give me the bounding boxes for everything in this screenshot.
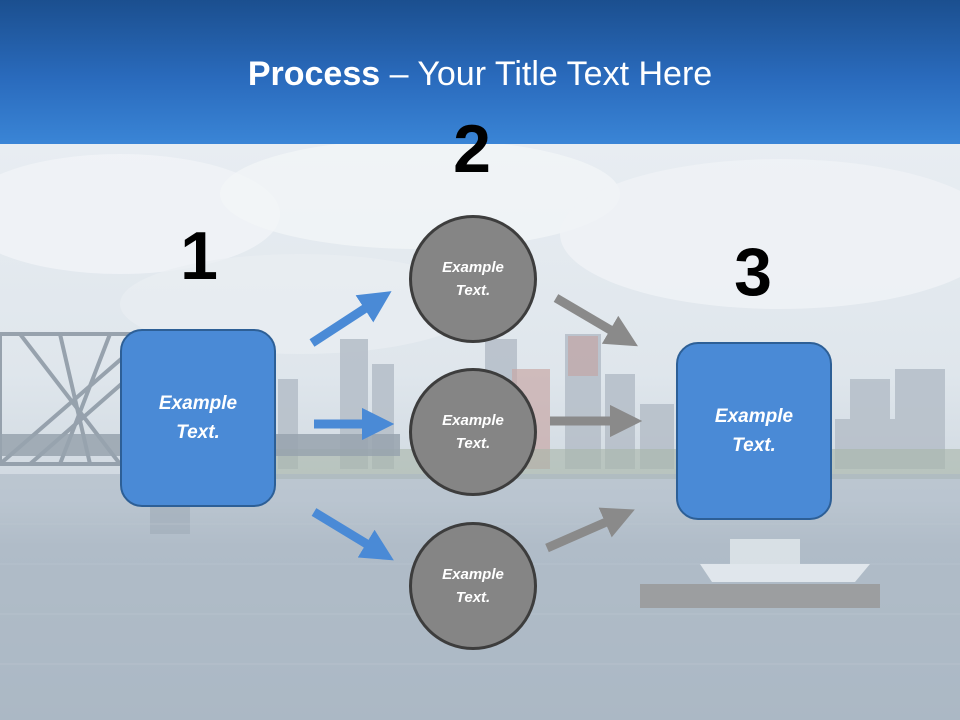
step-2-circle-top-text: Example Text.	[442, 256, 504, 302]
circle-text-line1: Example	[442, 259, 504, 276]
step-1-text: Example Text.	[159, 389, 237, 447]
circle-text-line1: Example	[442, 412, 504, 429]
arrow-1-to-2-bottom	[311, 508, 394, 561]
step-3-text-line2: Text.	[732, 435, 776, 456]
title-regular-part: – Your Title Text Here	[380, 55, 713, 93]
slide-title: Process – Your Title Text Here	[0, 52, 960, 96]
arrow-1-to-2-top	[309, 291, 392, 347]
step-3-text-line1: Example	[714, 406, 794, 427]
arrow-2-top-to-3	[553, 294, 638, 347]
step-number-2: 2	[453, 111, 491, 187]
step-1-text-line2: Text.	[176, 422, 220, 443]
step-1-box: Example Text.	[120, 329, 276, 507]
step-2-circle-middle-text: Example Text.	[442, 409, 504, 455]
step-3-text: Example Text.	[715, 402, 793, 460]
arrow-2-bottom-to-3	[545, 507, 635, 553]
step-2-circle-bottom-text: Example Text.	[442, 563, 504, 609]
step-2-circle-bottom: Example Text.	[409, 522, 537, 650]
title-bar	[0, 0, 960, 144]
circle-text-line2: Text.	[455, 589, 491, 606]
circle-text-line1: Example	[442, 566, 504, 583]
title-bold-part: Process	[247, 55, 381, 93]
circle-text-line2: Text.	[455, 282, 491, 299]
step-number-3: 3	[734, 234, 772, 310]
circle-text-line2: Text.	[455, 435, 491, 452]
step-3-box: Example Text.	[676, 342, 832, 520]
step-number-1: 1	[180, 218, 218, 294]
step-2-circle-top: Example Text.	[409, 215, 537, 343]
step-1-text-line1: Example	[158, 393, 238, 414]
step-2-circle-middle: Example Text.	[409, 368, 537, 496]
